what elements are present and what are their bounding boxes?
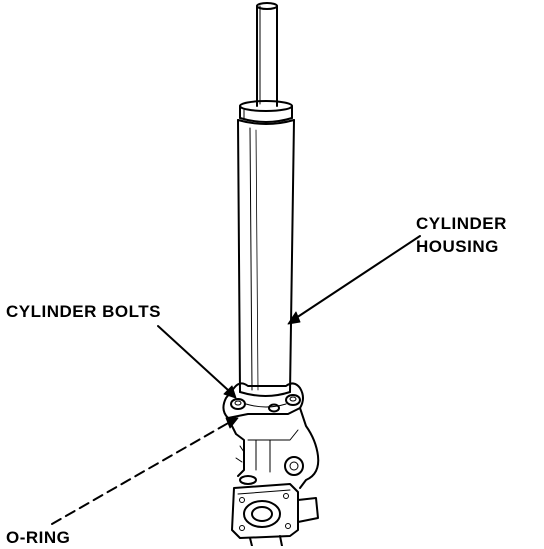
o-ring	[239, 475, 257, 485]
cylinder-housing-label-line1: CYLINDER	[416, 214, 507, 233]
cylinder-bolt-center	[268, 403, 280, 413]
valve-body	[231, 483, 319, 546]
gearbox-body	[227, 407, 320, 489]
o-ring-label: O-RING	[6, 526, 70, 549]
rack-rod	[256, 2, 278, 107]
cylinder-bolt-left	[230, 398, 246, 410]
cylinder-bolts-label: CYLINDER BOLTS	[6, 300, 161, 323]
o-ring-label-text: O-RING	[6, 528, 71, 547]
leader-cylinder-bolts	[157, 325, 237, 399]
housing-flange	[222, 382, 304, 419]
cylinder-bolt-right	[285, 394, 301, 406]
cylinder-housing-label: CYLINDER HOUSING	[416, 212, 507, 258]
rod-collar	[239, 100, 293, 123]
leader-cylinder-housing	[287, 235, 421, 325]
cylinder-housing-label-line2: HOUSING	[416, 237, 499, 256]
cylinder-housing	[237, 119, 295, 393]
cylinder-bolts-label-text: CYLINDER BOLTS	[6, 302, 161, 321]
leader-o-ring	[51, 417, 239, 525]
